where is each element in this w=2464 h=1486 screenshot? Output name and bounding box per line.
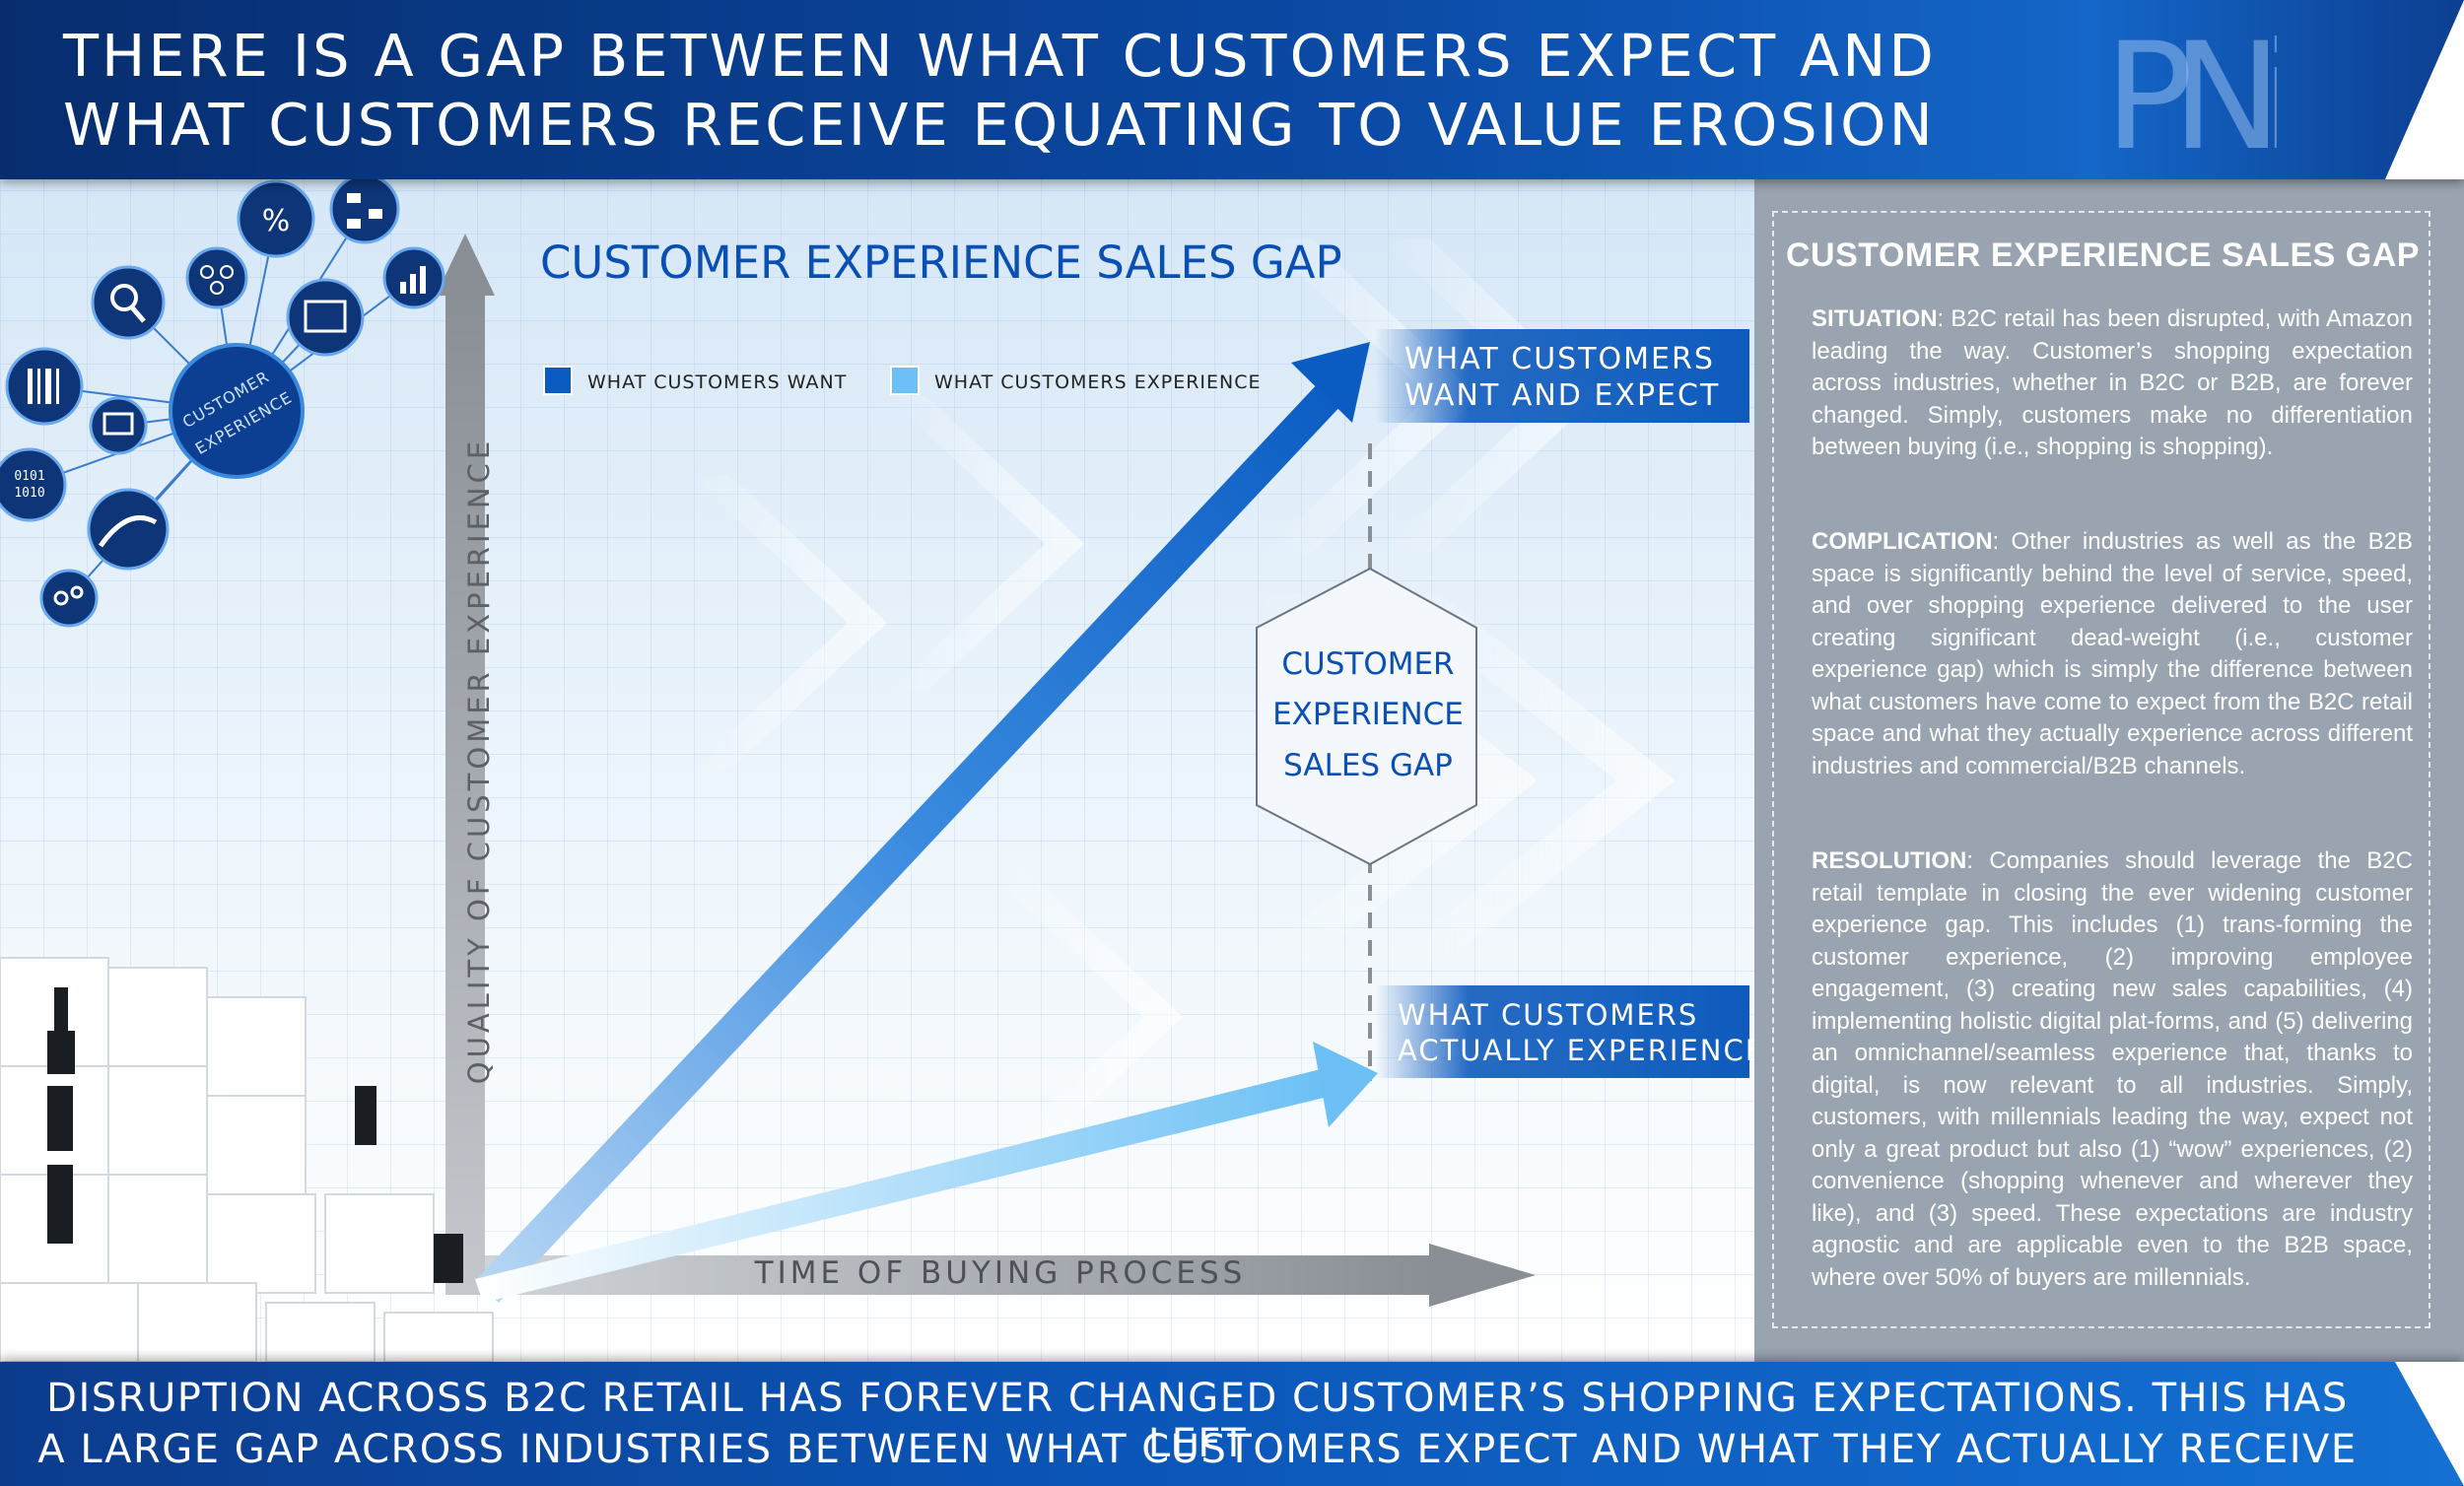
complication-text: : Other industries as well as the B2B sp… [1812,528,2413,779]
flowchart-icon [329,179,400,244]
people-icon [185,246,248,309]
page-title: THERE IS A GAP BETWEEN WHAT CUSTOMERS EX… [63,22,1937,159]
header-banner: THERE IS A GAP BETWEEN WHAT CUSTOMERS EX… [0,0,2464,179]
want-label-box: WHAT CUSTOMERS WANT AND EXPECT [1375,329,1749,423]
resolution-paragraph: RESOLUTION: Companies should leverage th… [1812,845,2413,1294]
gap-label-line3: SALES GAP [1283,748,1453,783]
bar-chart-icon [382,246,445,309]
gap-label-line1: CUSTOMER [1281,646,1454,682]
document-icon [286,278,365,357]
person-kneeling [434,1234,463,1283]
x-axis-label: TIME OF BUYING PROCESS [754,1255,1247,1291]
legend: WHAT CUSTOMERS WANT WHAT CUSTOMERS EXPER… [543,366,1262,395]
y-axis-label: QUALITY OF CUSTOMER EXPERIENCE [462,438,496,1084]
panel-dashed-border [1772,211,2430,1328]
description-panel: CUSTOMER EXPERIENCE SALES GAP SITUATION:… [1754,179,2464,1362]
experience-label-box: WHAT CUSTOMERS ACTUALLY EXPERIENCE [1375,985,1754,1078]
legend-label-want: WHAT CUSTOMERS WANT [587,372,847,393]
person-pushing-piece [355,1086,376,1145]
situation-text: : B2C retail has been disrupted, with Am… [1812,305,2413,460]
legend-label-experience: WHAT CUSTOMERS EXPERIENCE [934,372,1262,393]
complication-heading: COMPLICATION [1812,528,1993,555]
svg-text:1010: 1010 [14,486,44,501]
legend-swatch-want [543,366,573,395]
climber-bottom [47,1165,73,1244]
climber-middle [47,1086,73,1151]
experience-label-line2: ACTUALLY EXPERIENCE [1398,1034,1754,1067]
gap-diagram: QUALITY OF CUSTOMER EXPERIENCE TIME OF B… [0,179,1754,1362]
svg-text:%: % [262,204,291,238]
logo-text: PNi [2104,12,2277,168]
footer-banner: DISRUPTION ACROSS B2C RETAIL HAS FOREVER… [0,1362,2464,1486]
monitor-icon [89,396,148,455]
growth-icon [87,488,170,571]
experience-label-line1: WHAT CUSTOMERS [1398,998,1698,1032]
footer-wedge [2395,1362,2464,1486]
diagram-title: CUSTOMER EXPERIENCE SALES GAP [540,236,1342,289]
gap-label-line2: EXPERIENCE [1272,697,1464,732]
want-label-line2: WANT AND EXPECT [1404,378,1720,413]
footer-line-1: DISRUPTION ACROSS B2C RETAIL HAS FOREVER… [46,1376,2349,1466]
legend-swatch-experience [890,366,920,395]
footer-line-2: A LARGE GAP ACROSS INDUSTRIES BETWEEN WH… [37,1427,2358,1472]
want-arrow [475,342,1370,1303]
want-label-line1: WHAT CUSTOMERS [1404,342,1715,376]
climber-top [54,987,68,1031]
resolution-heading: RESOLUTION [1812,847,1967,874]
search-icon [91,265,166,340]
svg-text:0101: 0101 [14,469,44,484]
resolution-text: : Companies should leverage the B2C reta… [1812,847,2413,1291]
barcode-icon [5,347,84,426]
panel-title: CUSTOMER EXPERIENCE SALES GAP [1786,236,2420,274]
hub-circle [169,343,305,479]
binary-icon: 0101 1010 [0,447,67,522]
complication-paragraph: COMPLICATION: Other industries as well a… [1812,526,2413,782]
situation-paragraph: SITUATION: B2C retail has been disrupted… [1812,304,2413,464]
gap-hexagon: CUSTOMER EXPERIENCE SALES GAP [1256,567,1477,866]
experience-arrow [475,1042,1378,1303]
header-wedge [2385,0,2464,179]
situation-heading: SITUATION [1812,305,1938,332]
chart-icon: % [237,179,315,258]
puzzle-climbers-illustration [0,957,494,1362]
diagram-area: QUALITY OF CUSTOMER EXPERIENCE TIME OF B… [0,179,1754,1362]
pni-logo: PNi [2104,12,2277,168]
y-axis-arrow [436,234,495,1295]
link-icon [39,569,99,628]
